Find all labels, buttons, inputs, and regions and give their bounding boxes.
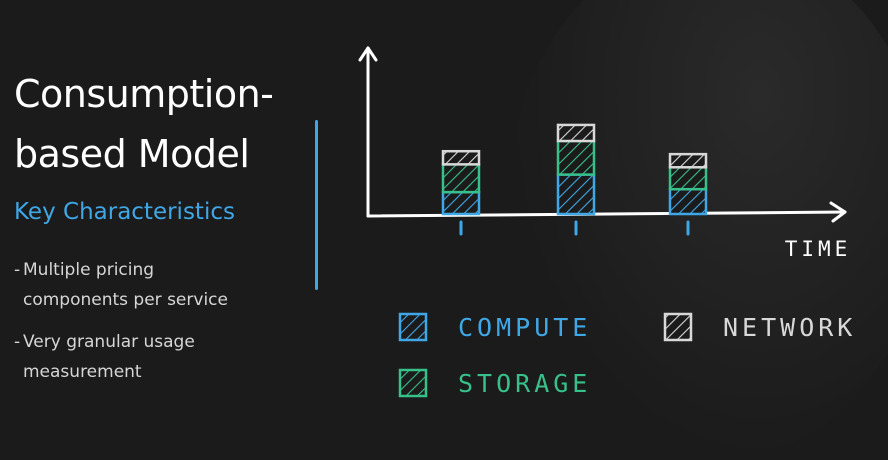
legend-label-compute: COMPUTE	[458, 313, 591, 342]
legend-swatch-storage	[398, 368, 428, 398]
x-axis-label: TIME	[785, 237, 852, 261]
bar-segment-compute	[668, 187, 708, 216]
bullet-list: - Multiple pricing components per servic…	[14, 255, 233, 399]
x-axis-arrow	[829, 201, 847, 223]
bar-segment-storage	[441, 163, 481, 194]
legend-swatch-compute	[398, 312, 428, 342]
bullet-dash: -	[14, 332, 21, 352]
title-line-2: based Model	[14, 132, 250, 176]
bar-segment-network	[556, 123, 596, 143]
background-glow	[508, 0, 888, 460]
legend-swatch-network	[663, 312, 693, 342]
bullet-text: Very granular usage measurement	[23, 332, 195, 382]
legend-label-storage: STORAGE	[458, 369, 591, 398]
chart-axes	[358, 46, 847, 223]
bar-segment-storage	[556, 139, 596, 176]
bullet-text: Multiple pricing components per service	[23, 260, 228, 310]
bullet-dash: -	[14, 260, 21, 280]
chart-ticks	[459, 220, 690, 236]
bar-segment-compute	[556, 173, 596, 216]
y-axis-arrow	[358, 46, 378, 62]
bar-segment-storage	[668, 166, 708, 191]
slide-title: Consumption- based Model	[14, 64, 274, 184]
bullet-item: - Very granular usage measurement	[14, 327, 233, 387]
vertical-divider	[315, 120, 318, 290]
title-line-1: Consumption-	[14, 72, 274, 116]
bullet-item: - Multiple pricing components per servic…	[14, 255, 233, 315]
chart-bars	[441, 123, 708, 216]
bar-segment-compute	[441, 190, 481, 216]
chart-legend: COMPUTE NETWORK STORAGE	[398, 312, 856, 398]
slide-subtitle: Key Characteristics	[14, 199, 235, 225]
x-axis	[366, 210, 847, 218]
bar-segment-network	[668, 152, 708, 169]
legend-label-network: NETWORK	[723, 313, 856, 342]
stacked-bar-chart: TIME COMPUTE NETWORK STORAGE	[358, 46, 856, 398]
bar-segment-network	[441, 149, 481, 166]
